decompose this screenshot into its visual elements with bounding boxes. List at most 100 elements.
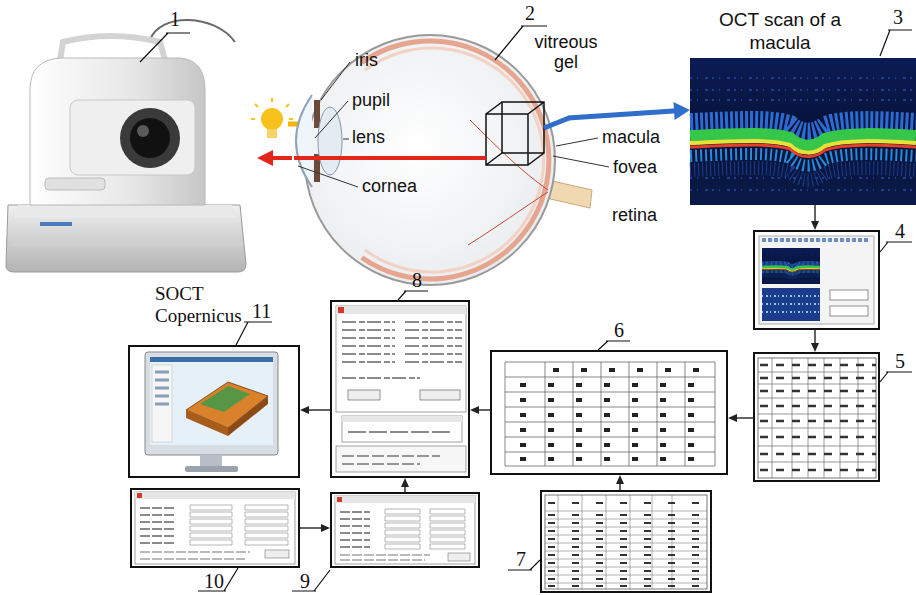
screenshot-panel: 9	[330, 492, 480, 568]
callout-number: 2	[525, 2, 535, 24]
screenshot-panel: 10	[130, 488, 300, 568]
connector-arrow	[811, 330, 819, 352]
scale-window	[140, 508, 175, 543]
monitor-3d-model	[185, 466, 238, 472]
screenshot-panel: 8	[330, 300, 470, 478]
arrow-head	[257, 150, 273, 166]
software-screenshot	[762, 238, 870, 242]
connector-arrow	[728, 414, 753, 422]
part-label: retina	[612, 205, 657, 225]
callout-number: 8	[412, 269, 422, 291]
callout-number: 1	[170, 8, 180, 30]
part-label: vitreous gel	[528, 32, 604, 72]
callout-number: 10	[204, 570, 224, 592]
oct-device	[12, 240, 242, 246]
connector-line	[735, 417, 753, 418]
connector-line	[307, 409, 330, 410]
calculation-window	[336, 306, 466, 472]
arrow-head	[728, 414, 737, 422]
linguistic-table	[505, 362, 715, 466]
connector-arrow	[568, 102, 690, 120]
settings-window	[335, 496, 475, 564]
data-table	[758, 358, 876, 478]
vitreous-cube	[486, 102, 544, 165]
monitor-3d-model	[150, 357, 273, 362]
arrow-head	[401, 478, 409, 487]
oct-device	[30, 58, 205, 205]
arrow-head	[616, 475, 624, 484]
leader-line	[343, 139, 349, 140]
oct-device	[14, 205, 236, 218]
software-screenshot	[762, 288, 820, 321]
leader-line	[556, 138, 598, 146]
arrow-head	[300, 406, 309, 414]
calculation-window	[342, 456, 440, 464]
software-screenshot	[830, 290, 868, 300]
monitor-3d-model	[145, 352, 278, 455]
scale-window	[135, 492, 295, 564]
device-name: SOCT Copernicus	[155, 283, 253, 327]
part-label: macula	[602, 127, 660, 147]
scan-beam	[544, 118, 569, 128]
screenshot-panel: 6	[490, 350, 728, 475]
monitor-3d-model	[150, 357, 273, 445]
monitor-3d-model	[200, 386, 250, 412]
data-table	[758, 358, 876, 478]
scale-window	[265, 550, 289, 558]
arrow-head	[811, 343, 819, 352]
settings-window	[335, 496, 475, 503]
monitor-3d-model	[228, 396, 268, 436]
monitor-3d-model	[186, 410, 228, 436]
software-screenshot	[759, 236, 874, 324]
reflected-beam	[294, 156, 486, 160]
callout-number: 7	[516, 548, 526, 570]
calculation-window	[336, 306, 466, 412]
connector-line	[270, 156, 292, 160]
oct-device	[60, 36, 165, 60]
connector-arrow	[811, 205, 819, 230]
callout-leader	[880, 242, 912, 252]
callout-number: 3	[893, 6, 903, 28]
oct-scan-image	[690, 78, 916, 190]
oct-device	[6, 205, 246, 272]
software-screenshot	[759, 236, 874, 324]
oct-scan-image	[690, 58, 916, 205]
monitor-3d-model	[155, 372, 169, 404]
calculation-window	[348, 431, 450, 433]
reflected-beam	[294, 158, 486, 159]
light-bulb	[261, 108, 283, 130]
connector-line	[568, 111, 677, 118]
oct-scan-image	[690, 58, 916, 205]
scale-window	[137, 493, 142, 498]
connector-line	[814, 205, 815, 223]
oct-scan-image	[690, 168, 916, 180]
data-table	[760, 365, 876, 470]
leader-line	[298, 62, 609, 187]
eye-illustration	[468, 120, 548, 245]
oct-scan: 3OCT scan of a macula	[690, 8, 916, 205]
connector-arrow	[300, 524, 330, 532]
screenshot-panel: 7	[540, 490, 712, 593]
arrow-head	[811, 221, 819, 230]
leader-line	[321, 62, 350, 100]
device-figure: 1SOCT Copernicus	[2, 45, 257, 335]
settings-window	[337, 497, 342, 502]
callout-leader	[880, 30, 912, 56]
callout-number: 11	[252, 300, 271, 322]
part-label: pupil	[352, 90, 390, 110]
calculation-window	[348, 390, 380, 400]
connector-line	[814, 330, 815, 345]
calculation-window	[342, 416, 462, 442]
light-bulb	[267, 129, 277, 138]
oct-device	[120, 108, 180, 168]
eye-illustration	[314, 100, 320, 128]
scale-window	[190, 505, 288, 545]
vitreous-cube	[486, 102, 544, 165]
scan-beam	[544, 118, 569, 128]
patient-table	[548, 503, 707, 586]
software-screenshot	[762, 296, 820, 312]
calculation-window	[420, 390, 460, 400]
light-bulb	[251, 98, 293, 119]
